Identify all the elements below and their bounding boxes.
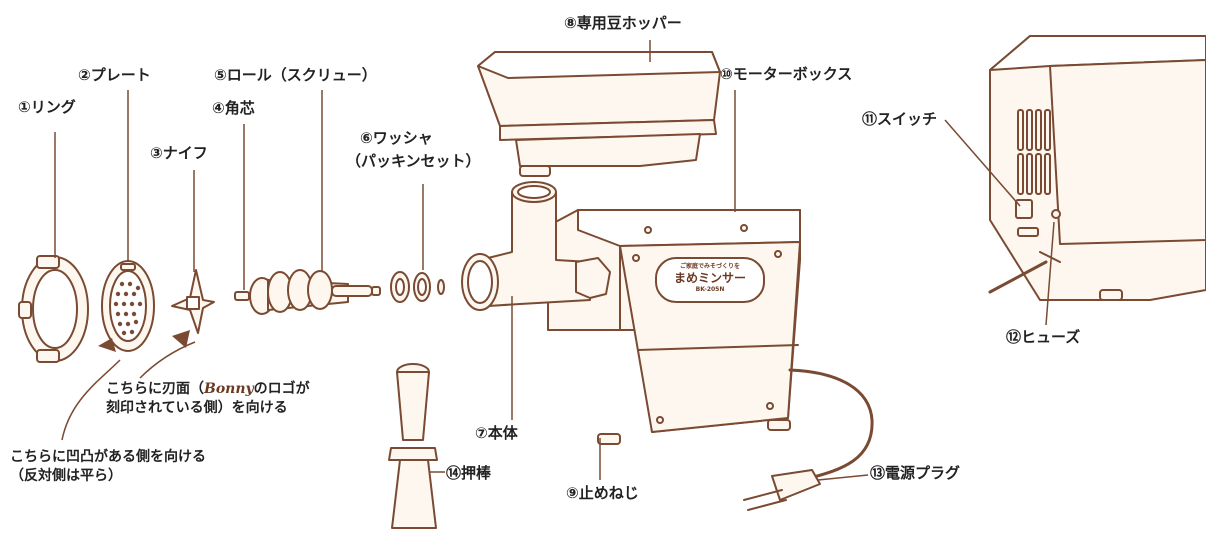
hopper-part [477, 51, 721, 177]
badge-tagline: ご家庭でみそづくりを [679, 263, 740, 270]
blade-note-post: のロゴが [253, 381, 310, 397]
badge-product-name: まめミンサー [673, 271, 746, 285]
blade-note-line2: 刻印されている側）を向ける [106, 400, 288, 416]
label-body: ⑦本体 [475, 424, 518, 442]
knife-part [171, 269, 215, 334]
label-switch: ⑪スイッチ [862, 110, 938, 128]
bumpy-note-line1: こちらに凹凸がある側を向ける [10, 449, 206, 465]
label-ring: ①リング [18, 98, 76, 116]
label-roll: ⑤ロール（スクリュー） [214, 66, 377, 84]
label-hopper: ⑧専用豆ホッパー [564, 14, 682, 32]
label-stop-screw: ⑨止めねじ [566, 484, 639, 502]
product-badge: ご家庭でみそづくりを まめミンサー BK-205N [656, 258, 764, 302]
label-core: ④角芯 [212, 99, 255, 117]
label-plate: ②プレート [78, 66, 151, 84]
leader-lines [54, 40, 1055, 481]
label-pusher: ⑭押棒 [446, 464, 492, 482]
badge-model: BK-205N [695, 286, 725, 293]
label-washer-line2: （パッキンセット） [346, 152, 481, 170]
motor-box-part [547, 209, 801, 445]
bonny-logo: Bonny [204, 381, 254, 397]
grinder-body-part [461, 181, 611, 311]
core-part [234, 291, 250, 301]
power-cord-part [743, 368, 874, 511]
bumpy-side-note: こちらに凹凸がある側を向ける （反対側は平ら） [10, 448, 206, 486]
label-motor-box: ⑩モーターボックス [720, 65, 853, 83]
pusher-part [388, 363, 438, 529]
washer-set-part [390, 271, 445, 303]
ring-part [18, 255, 89, 363]
label-knife: ③ナイフ [150, 144, 208, 162]
arrow-heads [98, 330, 190, 352]
side-view-part [988, 35, 1206, 301]
label-fuse: ⑫ヒューズ [1006, 328, 1081, 346]
label-power-plug: ⑬電源プラグ [870, 464, 961, 482]
blade-face-note: こちらに刃面（Bonnyのロゴが 刻印されている側）を向ける [106, 380, 310, 418]
blade-note-pre: こちらに刃面（ [106, 381, 204, 397]
roll-screw-part [249, 269, 381, 315]
bumpy-note-line2: （反対側は平ら） [10, 468, 122, 484]
label-washer-line1: ⑥ワッシャ [360, 129, 433, 147]
plate-part [101, 260, 155, 352]
